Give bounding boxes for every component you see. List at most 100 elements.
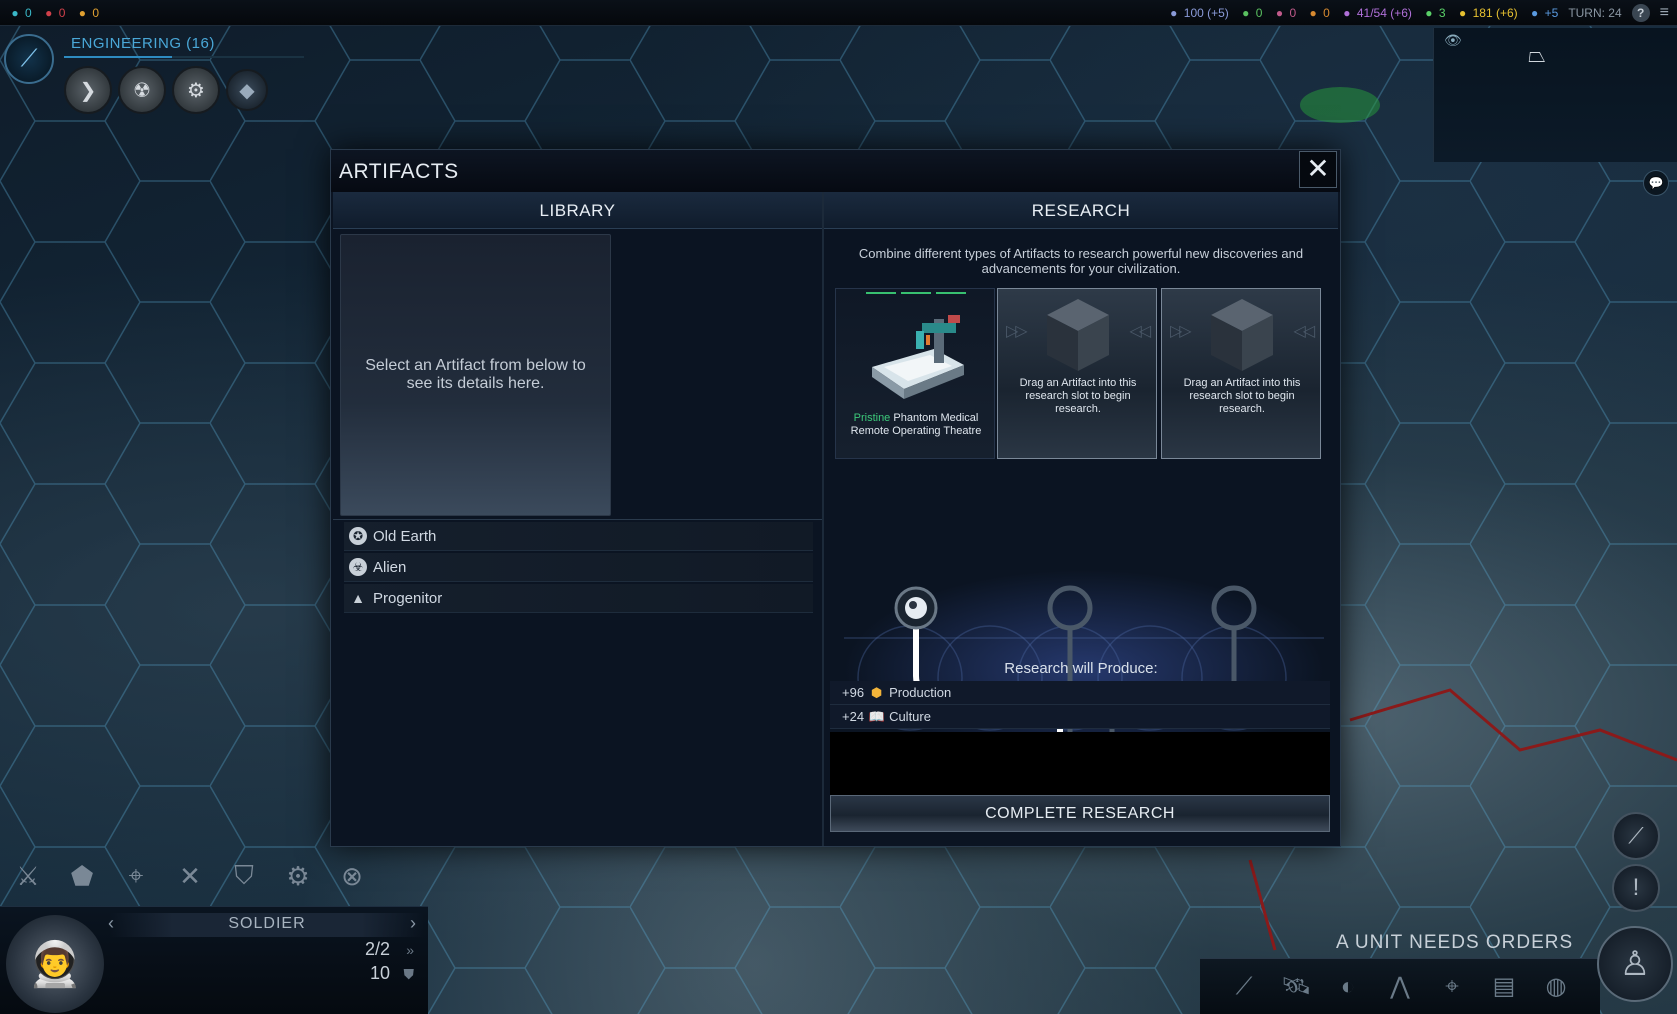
close-button[interactable]: ✕ xyxy=(1299,151,1337,188)
category-alien[interactable]: ☣ Alien xyxy=(344,553,813,582)
tech-web-icon[interactable]: ⟋ xyxy=(1235,972,1253,1000)
help-icon[interactable]: ? xyxy=(1631,4,1650,22)
yield-amount: +96 xyxy=(842,685,865,700)
research-slot-filled[interactable]: Pristine Phantom Medical Remote Operatin… xyxy=(835,288,995,459)
resource-culture[interactable]: ● 41/54 (+6) xyxy=(1340,6,1412,20)
health-icon: ● xyxy=(1242,6,1250,20)
hazard-icon[interactable]: ☢ xyxy=(118,66,166,114)
firaxite-icon: ● xyxy=(78,6,86,20)
artifact-title: Phantom Medical Remote Operating Theatre xyxy=(850,412,982,437)
dialog-header: ARTIFACTS ✕ xyxy=(331,150,1340,192)
chevron-right-icon[interactable]: › xyxy=(410,913,416,933)
health-pulse-icon: ● xyxy=(1425,6,1433,20)
column-divider xyxy=(822,192,824,846)
complete-research-button[interactable]: COMPLETE RESEARCH xyxy=(830,795,1330,832)
chat-icon[interactable]: 💬 xyxy=(1643,170,1669,196)
produce-list-background xyxy=(830,732,1330,798)
culture-icon: ● xyxy=(1343,6,1351,20)
map-icon[interactable]: ▤ xyxy=(1492,973,1516,1000)
unit-info-panel: 👨‍🚀 ‹ SOLDIER › 2/2 » 10 ⛊ xyxy=(0,906,428,1014)
medical-theatre-artifact-icon xyxy=(872,315,964,399)
resource-science[interactable]: ●+5 xyxy=(1528,6,1559,20)
category-label: Progenitor xyxy=(373,589,443,607)
chevron-left-icon[interactable]: ‹ xyxy=(108,913,114,933)
gem-icon: ● xyxy=(11,6,19,20)
category-progenitor[interactable]: ▲ Progenitor xyxy=(344,584,813,613)
satellite-icon[interactable]: 🛰 xyxy=(1280,973,1312,1000)
resource-value: 3 xyxy=(1438,6,1446,20)
artifact-detail-placeholder: Select an Artifact from below to see its… xyxy=(365,357,586,392)
alert-icon[interactable]: ✕ xyxy=(179,860,201,891)
resource-energy[interactable]: ● 100 (+5) xyxy=(1167,6,1229,20)
fortify-icon[interactable]: ⬟ xyxy=(70,860,94,891)
tech-tree-button[interactable]: ⟋ xyxy=(4,34,54,84)
affinity-icon[interactable]: ⋀ xyxy=(1390,973,1410,1000)
next-unit-button[interactable]: ♙ xyxy=(1597,926,1673,1002)
unit-name-bar xyxy=(110,913,424,937)
minimap[interactable]: 👁 ⏢ xyxy=(1433,28,1677,162)
resource-fire[interactable]: ●0 xyxy=(1306,6,1330,20)
artifact-quality: Pristine xyxy=(853,412,891,424)
resource-health-pulse[interactable]: ●3 xyxy=(1422,6,1446,20)
resource-value: 41/54 (+6) xyxy=(1356,6,1412,20)
yield-row: +24 📖 Culture xyxy=(830,705,1330,729)
unit-figure-icon: ♙ xyxy=(1619,945,1651,983)
globe-icon[interactable]: ◍ xyxy=(1545,973,1567,1000)
gear-icon[interactable]: ⚙ xyxy=(286,860,310,891)
resource-value: 181 (+6) xyxy=(1472,6,1518,20)
unit-strength: 10 xyxy=(369,963,390,983)
soldier-icon: 👨‍🚀 xyxy=(27,940,83,989)
resource-value: 0 xyxy=(25,6,32,20)
resource-energy-coin[interactable]: ●181 (+6) xyxy=(1456,6,1518,20)
category-old-earth[interactable]: ✪ Old Earth xyxy=(344,522,813,551)
resource-value: 100 (+5) xyxy=(1183,6,1229,20)
artifact-detail-panel: Select an Artifact from below to see its… xyxy=(340,234,611,516)
resource-firaxite[interactable]: ●0 xyxy=(75,6,99,20)
attack-icon[interactable]: ⚔ xyxy=(16,860,40,891)
disband-icon[interactable]: ⊗ xyxy=(341,860,363,891)
culture-book-icon: 📖 xyxy=(868,709,885,724)
slot-arrows-icon: ◁◁ xyxy=(1129,323,1151,340)
cube-icon xyxy=(1047,299,1109,371)
research-slot-empty[interactable]: ▷▷ ◁◁ Drag an Artifact into this researc… xyxy=(997,288,1157,459)
camera-frustum-icon: ⏢ xyxy=(1528,42,1546,67)
wrench-building-icon[interactable]: ⚙ xyxy=(172,66,220,114)
research-produce-label: Research will Produce: xyxy=(1004,660,1158,677)
artifact-category-list: ✪ Old Earth ☣ Alien ▲ Progenitor xyxy=(344,522,813,615)
research-description: Combine different types of Artifacts to … xyxy=(858,246,1304,276)
resource-gem[interactable]: ●0 xyxy=(8,6,32,20)
eye-icon[interactable]: 👁 xyxy=(1444,32,1462,48)
slot-arrows-icon: ▷▷ xyxy=(1006,323,1028,340)
shield-icon[interactable]: ⛉ xyxy=(234,860,254,890)
slot-empty-text: Drag an Artifact into this research slot… xyxy=(1183,377,1301,415)
slot-arrows-icon: ◁◁ xyxy=(1293,323,1315,340)
cube-icon[interactable]: ◆ xyxy=(226,69,268,111)
cube-icon xyxy=(1211,299,1273,371)
menu-icon[interactable]: ≡ xyxy=(1659,4,1669,21)
unit-action-bar: ⚔ ⬟ ⌖ ✕ ⛉ ⚙ ⊗ xyxy=(0,852,376,900)
top-bar-right-resources: ●100 (+5)●0●0●0●41/54 (+6)●3●181 (+6)●+5… xyxy=(1167,0,1669,26)
yield-amount: +24 xyxy=(842,709,865,724)
resource-value: 0 xyxy=(1323,6,1330,20)
unit-name: SOLDIER xyxy=(228,915,306,932)
chevron-right-icon[interactable]: ❯ xyxy=(64,66,112,114)
artifact-name: Pristine Phantom Medical Remote Operatin… xyxy=(842,412,990,438)
resource-health[interactable]: ●0 xyxy=(1239,6,1262,20)
end-turn-status: A UNIT NEEDS ORDERS xyxy=(1336,932,1574,953)
yield-label: Culture xyxy=(889,709,931,724)
research-yield-list: +96 ⬢ Production +24 📖 Culture xyxy=(830,681,1330,745)
resource-value: +5 xyxy=(1544,6,1559,20)
notification-button[interactable]: ! xyxy=(1612,864,1660,912)
resource-crystal[interactable]: ●0 xyxy=(42,6,65,20)
top-bar-left-resources: ●0●0●0 xyxy=(8,0,109,26)
strategic-view-button[interactable]: ⟋ xyxy=(1612,812,1660,860)
energy-icon: ● xyxy=(1170,6,1178,20)
research-slot-empty[interactable]: ▷▷ ◁◁ Drag an Artifact into this researc… xyxy=(1161,288,1321,459)
compass-icon: ⟋ xyxy=(20,45,38,72)
unit-portrait[interactable]: 👨‍🚀 xyxy=(6,915,104,1013)
planet-icon[interactable]: ◐ xyxy=(1340,972,1356,1000)
move-to-icon[interactable]: ⌖ xyxy=(128,860,144,890)
resource-affinity[interactable]: ●0 xyxy=(1272,6,1296,20)
research-unlock-icons: ❯ ☢ ⚙ ◆ xyxy=(64,66,268,114)
station-icon[interactable]: ⌖ xyxy=(1445,972,1459,1000)
